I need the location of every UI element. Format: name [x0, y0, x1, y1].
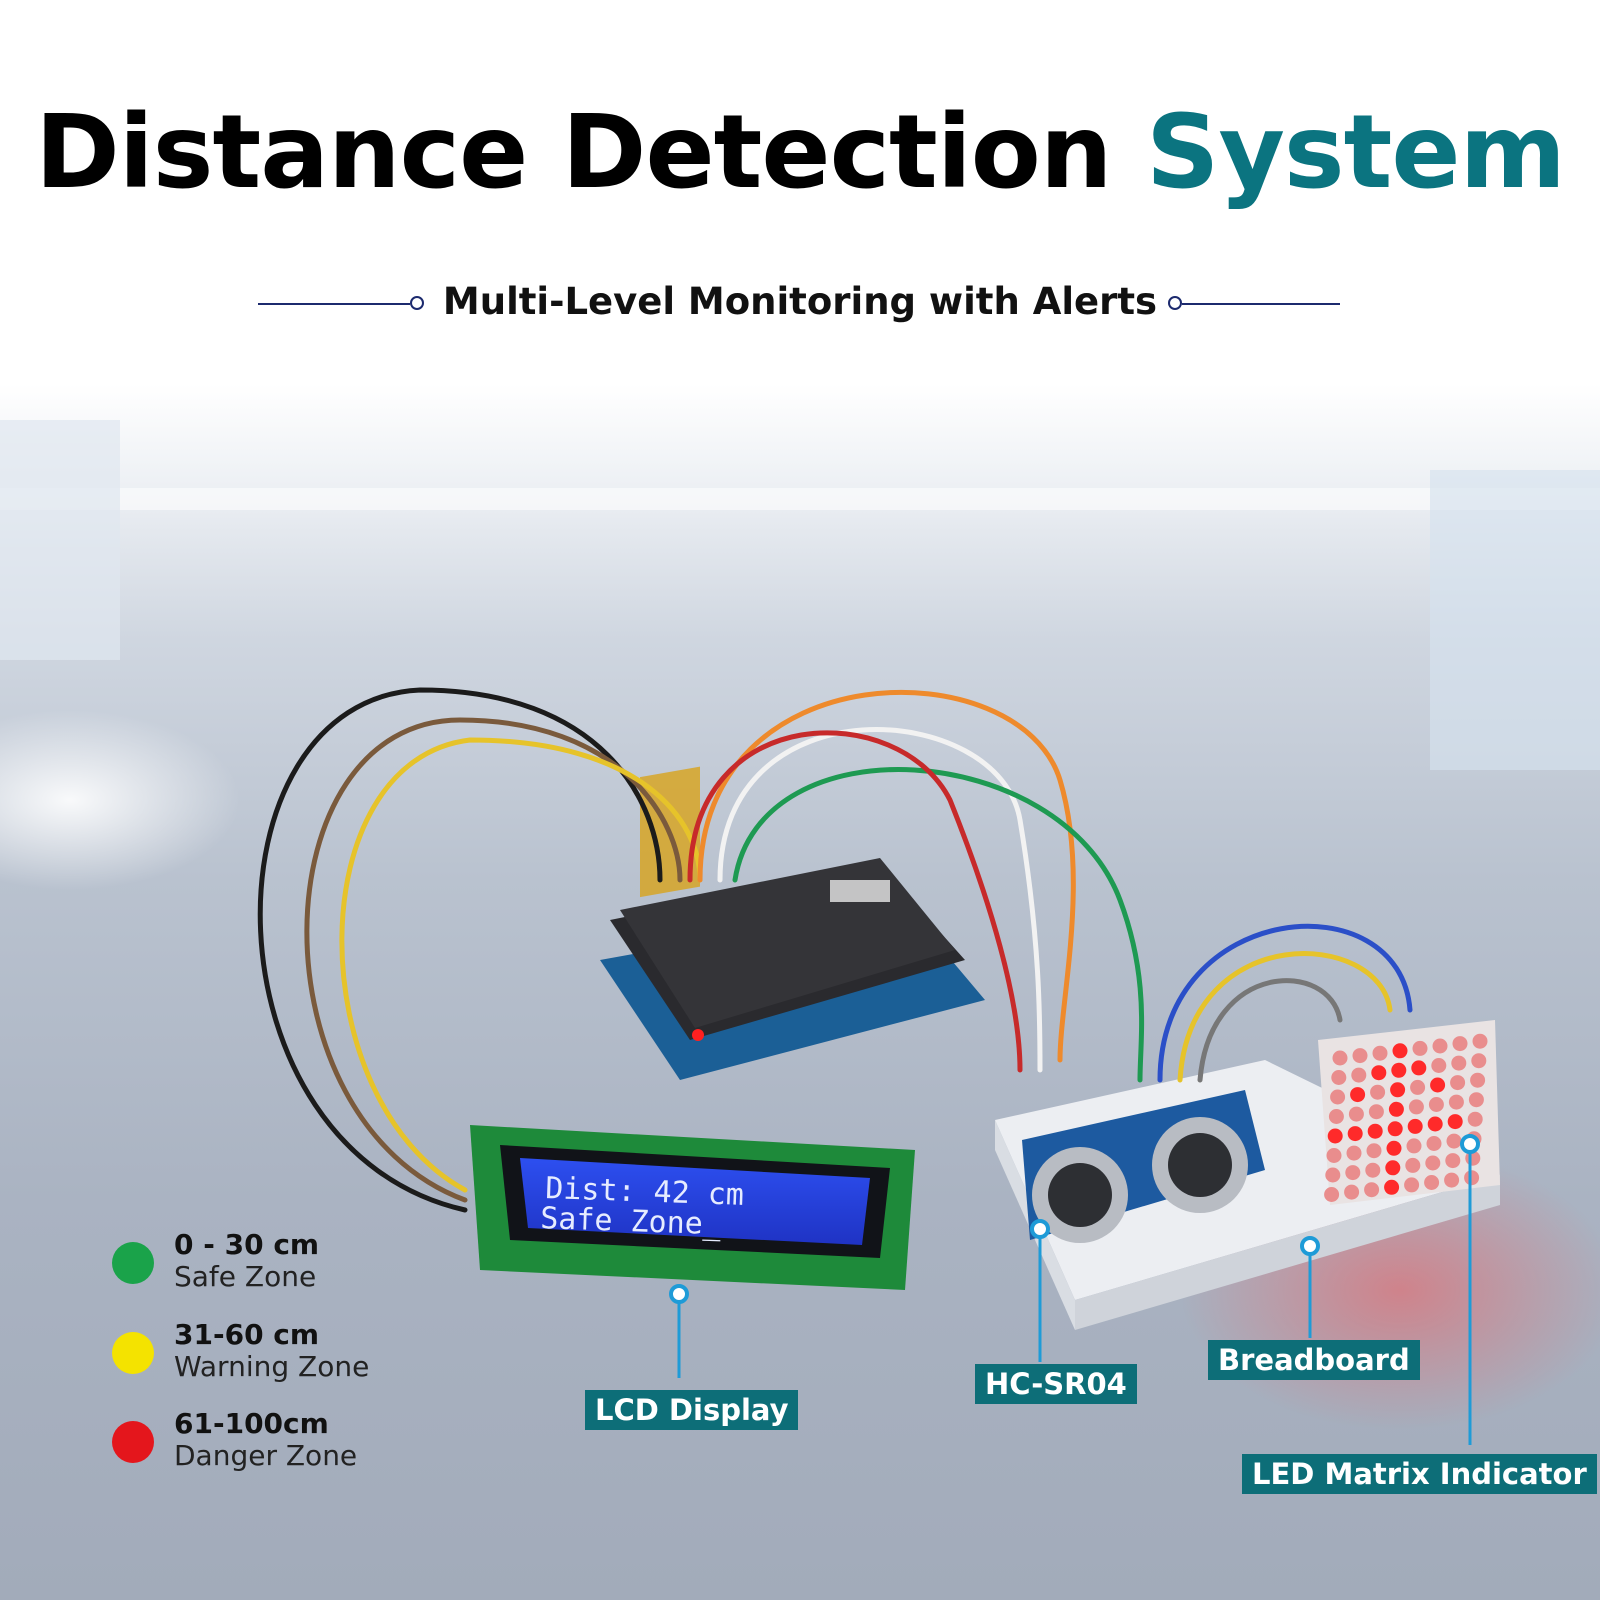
led-dot [1372, 1045, 1388, 1061]
callout-dots [669, 1134, 1480, 1304]
led-dot [1346, 1145, 1362, 1161]
acrylic-block-right [1430, 470, 1600, 770]
led-dot [1450, 1075, 1466, 1091]
led-dot [1364, 1182, 1380, 1198]
led-dot [1404, 1177, 1420, 1193]
led-dot [1412, 1040, 1428, 1056]
led-dot [1367, 1123, 1383, 1139]
hc-sr04-sensor [1022, 1090, 1265, 1243]
led-dot [1384, 1179, 1400, 1195]
legend-label: Safe Zone [174, 1260, 317, 1293]
callout-lines [677, 1144, 1472, 1445]
led-dot [1446, 1133, 1462, 1149]
led-dot [1371, 1065, 1387, 1081]
led-dot [1427, 1116, 1443, 1132]
led-dot [1431, 1058, 1447, 1073]
led-dot [1426, 1136, 1442, 1151]
legend-dot-warning [112, 1332, 154, 1374]
legend-label: Warning Zone [174, 1350, 370, 1383]
lcd-screen [520, 1158, 870, 1245]
led-dot [1470, 1072, 1486, 1088]
led-dot [1331, 1070, 1347, 1085]
led-dot [1425, 1155, 1441, 1171]
led-dot [1432, 1038, 1448, 1054]
led-dot [1428, 1097, 1444, 1112]
acrylic-disc [0, 710, 240, 890]
led-dot [1386, 1140, 1402, 1156]
page-title: Distance Detection System [0, 92, 1600, 214]
legend-range: 61-100cm [174, 1407, 329, 1440]
led-dot [1345, 1165, 1361, 1181]
led-dot [1387, 1121, 1403, 1137]
led-dot [1451, 1055, 1467, 1071]
arduino-board [600, 766, 985, 1080]
led-dot [1464, 1170, 1480, 1186]
led-dot [1326, 1148, 1342, 1163]
subtitle-row: Multi-Level Monitoring with Alerts [0, 278, 1600, 328]
led-dot [1407, 1118, 1423, 1134]
legend-range: 0 - 30 cm [174, 1228, 320, 1261]
led-dot [1328, 1109, 1344, 1124]
led-dot [1448, 1094, 1464, 1110]
led-dot [1392, 1043, 1408, 1059]
legend-dot-danger [112, 1421, 154, 1463]
led-dot [1390, 1082, 1406, 1098]
led-dot [1406, 1138, 1422, 1154]
led-dot [1366, 1143, 1382, 1159]
legend-dot-safe [112, 1242, 154, 1284]
led-dot [1368, 1104, 1384, 1120]
subtitle-right-line [1182, 303, 1340, 305]
led-dot [1347, 1126, 1363, 1142]
led-dot [1447, 1114, 1463, 1130]
lcd-line-2: Safe Zone_ [540, 1201, 723, 1242]
led-dot [1385, 1160, 1401, 1176]
lcd-line-1: Dist: 42 cm [545, 1171, 745, 1213]
led-dot [1430, 1077, 1446, 1093]
led-dot [1472, 1033, 1488, 1049]
led-dot [1350, 1087, 1366, 1103]
led-dot [1351, 1067, 1367, 1083]
led-dot [1391, 1062, 1407, 1078]
legend-range: 31-60 cm [174, 1318, 320, 1351]
light-streak [0, 488, 1600, 510]
led-dot [1370, 1084, 1386, 1100]
title-main: Distance Detection [35, 93, 1146, 212]
led-dot [1445, 1153, 1461, 1169]
led-dot [1325, 1167, 1341, 1183]
led-dot [1365, 1162, 1381, 1178]
led-dot [1344, 1184, 1360, 1200]
subtitle-right-dot [1168, 296, 1182, 310]
callout-lcd-display: LCD Display [585, 1390, 799, 1430]
led-dot [1330, 1089, 1346, 1105]
jumper-wires [257, 687, 1413, 1213]
led-dot [1444, 1172, 1460, 1188]
title-accent: System [1145, 93, 1566, 212]
subtitle-left-line [258, 303, 410, 305]
subtitle-left-dot [410, 296, 424, 310]
led-dot [1352, 1048, 1368, 1064]
led-dot [1348, 1106, 1364, 1122]
led-dot [1467, 1111, 1483, 1127]
led-dot [1405, 1157, 1421, 1173]
callout-breadboard: Breadboard [1208, 1340, 1420, 1380]
led-dot [1424, 1175, 1440, 1190]
led-dot [1452, 1036, 1468, 1052]
led-dot [1388, 1101, 1404, 1117]
legend-label: Danger Zone [174, 1439, 358, 1472]
acrylic-block-left [0, 420, 120, 660]
callout-led-matrix: LED Matrix Indicator [1242, 1454, 1597, 1494]
led-matrix [1318, 1020, 1500, 1205]
subtitle: Multi-Level Monitoring with Alerts [442, 280, 1158, 323]
led-dot [1324, 1187, 1340, 1202]
callout-hc-sr04: HC-SR04 [975, 1364, 1137, 1404]
lcd-module: Dist: 42 cm Safe Zone_ [470, 1125, 915, 1290]
led-dot [1468, 1092, 1484, 1108]
led-dot [1327, 1128, 1343, 1144]
led-dot [1471, 1053, 1487, 1069]
led-dot [1410, 1079, 1426, 1095]
led-dot [1332, 1050, 1348, 1066]
led-dot [1411, 1060, 1427, 1076]
led-dot [1408, 1099, 1424, 1115]
